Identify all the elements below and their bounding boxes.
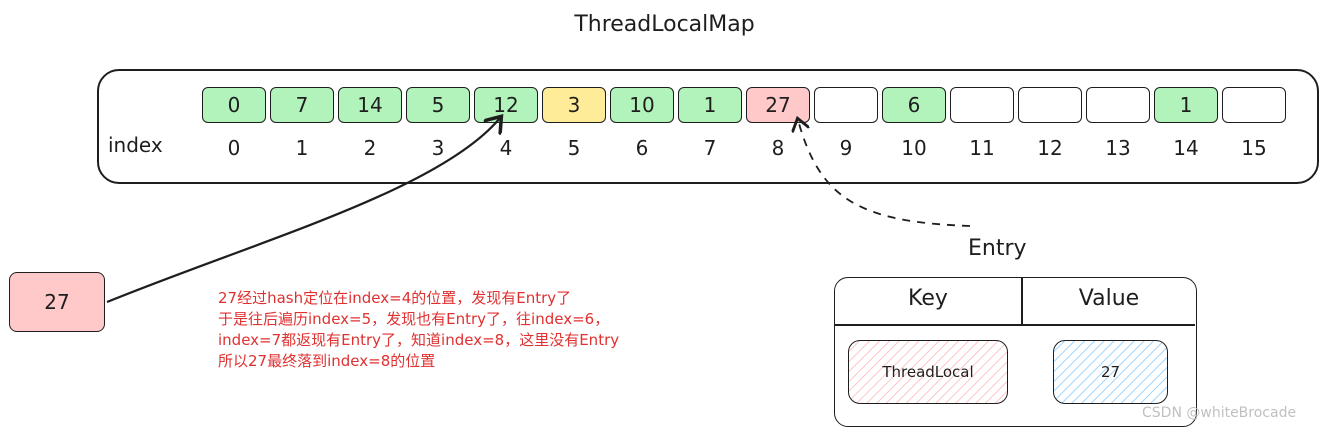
slot-8: 27 [746, 87, 810, 123]
slot-0: 0 [202, 87, 266, 123]
slot-value: 5 [431, 93, 445, 117]
slot-15 [1222, 87, 1286, 123]
index-number: 2 [363, 136, 377, 160]
slot-7: 1 [678, 87, 742, 123]
explanation-note: 27经过hash定位在index=4的位置，发现有Entry了 于是往后遍历in… [218, 288, 778, 372]
note-line: index=7都返现有Entry了，知道index=8，这里没有Entry [218, 331, 620, 349]
index-number: 9 [839, 136, 853, 160]
index-number: 3 [431, 136, 445, 160]
value-value: 27 [1100, 363, 1121, 381]
slot-9 [814, 87, 878, 123]
value-cell: 27 [1053, 340, 1168, 404]
slot-value: 7 [295, 93, 309, 117]
note-line: 于是往后遍历index=5，发现也有Entry了，往index=6， [218, 310, 610, 328]
index-number: 12 [1037, 136, 1063, 160]
entry-title: Entry [968, 236, 1027, 261]
key-cell: ThreadLocal [848, 340, 1008, 404]
new-item-27: 27 [9, 272, 105, 332]
slot-2: 14 [338, 87, 402, 123]
header-separator [835, 324, 1195, 326]
index-number: 6 [635, 136, 649, 160]
slot-14: 1 [1154, 87, 1218, 123]
slot-value: 12 [493, 93, 519, 117]
note-line: 27经过hash定位在index=4的位置，发现有Entry了 [218, 289, 572, 307]
threadlocalmap-container [97, 69, 1319, 184]
index-number: 5 [567, 136, 581, 160]
index-number: 10 [901, 136, 927, 160]
index-number: 11 [969, 136, 995, 160]
entry-arrow [798, 120, 971, 227]
index-number: 13 [1105, 136, 1131, 160]
hash-arrow [106, 118, 500, 304]
slot-1: 7 [270, 87, 334, 123]
slot-value: 27 [765, 93, 791, 117]
key-header: Key [908, 286, 948, 311]
index-number: 1 [295, 136, 309, 160]
index-label: index [108, 133, 163, 157]
value-header: Value [1078, 286, 1140, 311]
diagram-title: ThreadLocalMap [574, 12, 755, 37]
slot-13 [1086, 87, 1150, 123]
index-number: 4 [499, 136, 513, 160]
slot-value: 6 [907, 93, 921, 117]
slot-11 [950, 87, 1014, 123]
index-number: 0 [227, 136, 241, 160]
entry-box: Key Value ThreadLocal 27 [834, 277, 1197, 427]
index-number: 8 [771, 136, 785, 160]
slot-value: 0 [227, 93, 241, 117]
slot-12 [1018, 87, 1082, 123]
slot-value: 1 [703, 93, 717, 117]
slot-value: 14 [357, 93, 383, 117]
header-divider [1021, 278, 1023, 326]
key-value: ThreadLocal [882, 363, 974, 381]
watermark: CSDN @whiteBrocade [1142, 405, 1297, 421]
index-number: 7 [703, 136, 717, 160]
slot-5: 3 [542, 87, 606, 123]
slot-6: 10 [610, 87, 674, 123]
index-number: 15 [1241, 136, 1267, 160]
slot-10: 6 [882, 87, 946, 123]
index-number: 14 [1173, 136, 1199, 160]
slot-3: 5 [406, 87, 470, 123]
slot-value: 1 [1179, 93, 1193, 117]
slot-value: 10 [629, 93, 655, 117]
note-line: 所以27最终落到index=8的位置 [218, 352, 436, 370]
slot-value: 3 [567, 93, 581, 117]
